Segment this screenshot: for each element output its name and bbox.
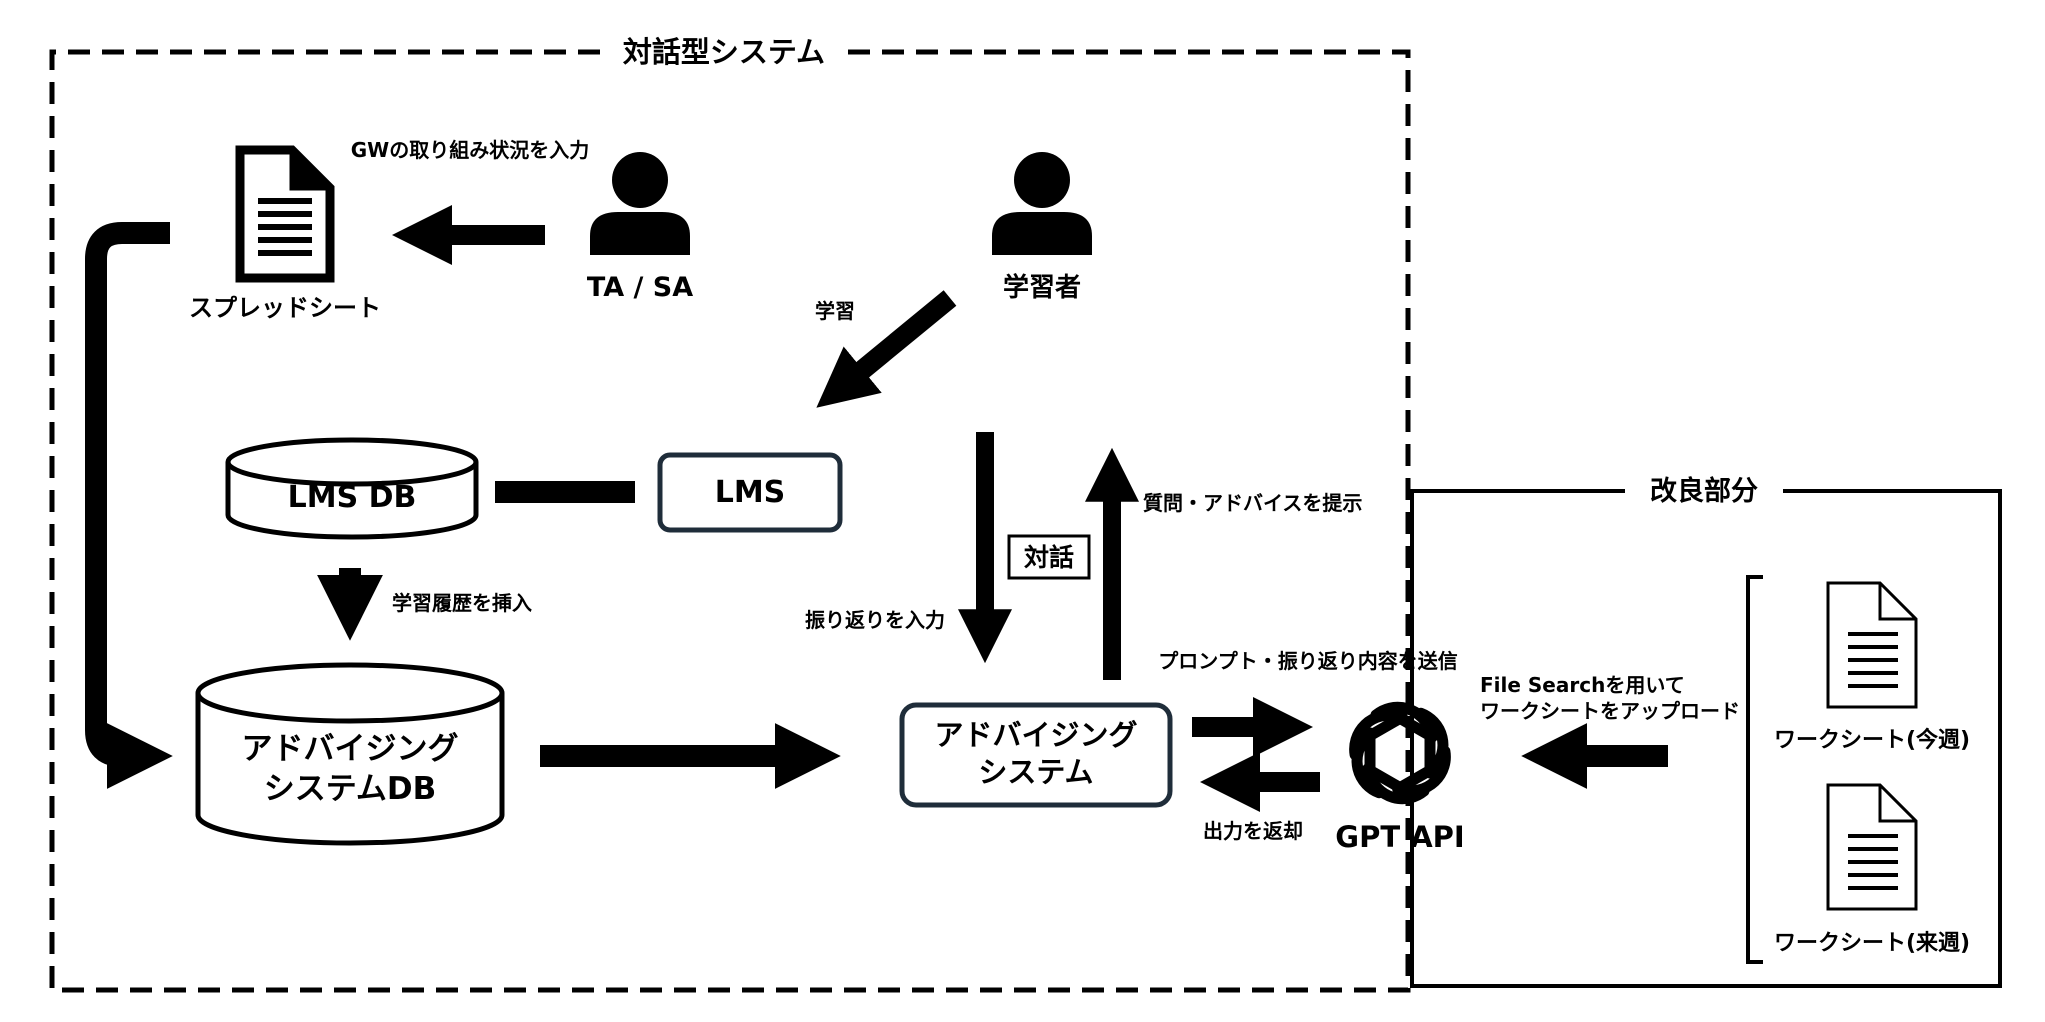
spreadsheet-document-icon (235, 145, 335, 283)
ta-sa-person-icon (590, 152, 690, 255)
prompt-send-label: プロンプト・振り返り内容を送信 (1158, 649, 1457, 673)
advising-db-label-line2: システムDB (264, 771, 436, 807)
improvement-title-backing (1636, 471, 1772, 511)
advising-system-label-line1: アドバイジング (934, 718, 1137, 752)
dialog-system-frame: 対話型システム (49, 31, 1411, 993)
question-advice-label: 質問・アドバイスを提示 (1143, 491, 1362, 515)
study-arrow (816, 290, 957, 408)
openai-logo-icon (1349, 701, 1451, 805)
learner-label: 学習者 (1003, 272, 1081, 303)
dialogue-label: 対話 (1024, 543, 1074, 572)
advising-system-label-line2: システム (978, 755, 1093, 789)
output-return-label: 出力を返却 (1203, 819, 1303, 843)
spreadsheet-label: スプレッドシート (189, 294, 381, 322)
ta-sa-label: TA / SA (587, 272, 693, 303)
file-search-label-line2: ワークシートをアップロード (1480, 699, 1740, 723)
worksheet-this-week-document-icon (1826, 581, 1918, 709)
dialogue-box (1007, 534, 1091, 580)
advising-system-box (899, 702, 1173, 808)
dialog-system-title-backing (608, 31, 840, 73)
lms-db-cylinder (225, 437, 479, 540)
gpt-api-label: GPT API (1335, 820, 1464, 854)
history-insert-label: 学習履歴を挿入 (392, 591, 532, 615)
improvement-frame: 改良部分 (1410, 471, 2002, 988)
lms-label: LMS (715, 475, 786, 510)
worksheet-next-week-document-icon (1826, 783, 1918, 911)
dialog-system-title: 対話型システム (623, 35, 825, 69)
worksheet-next-week-label: ワークシート(来週) (1774, 931, 1970, 956)
lms-db-label: LMS DB (288, 480, 417, 515)
file-search-label-line1: File Searchを用いて (1480, 673, 1685, 697)
learner-person-icon (992, 152, 1092, 255)
study-label: 学習 (815, 299, 855, 323)
advising-db-label-line1: アドバイジング (242, 731, 459, 767)
reflection-input-label: 振り返りを入力 (805, 608, 945, 632)
worksheet-this-week-label: ワークシート(今週) (1774, 727, 1970, 753)
worksheets-bracket (1746, 575, 1763, 964)
lms-box (657, 452, 843, 533)
spreadsheet-to-db-arrow (85, 222, 173, 789)
advising-db-cylinder (195, 662, 505, 846)
gw-input-label: GWの取り組み状況を入力 (351, 138, 589, 162)
improvement-title: 改良部分 (1650, 475, 1758, 507)
